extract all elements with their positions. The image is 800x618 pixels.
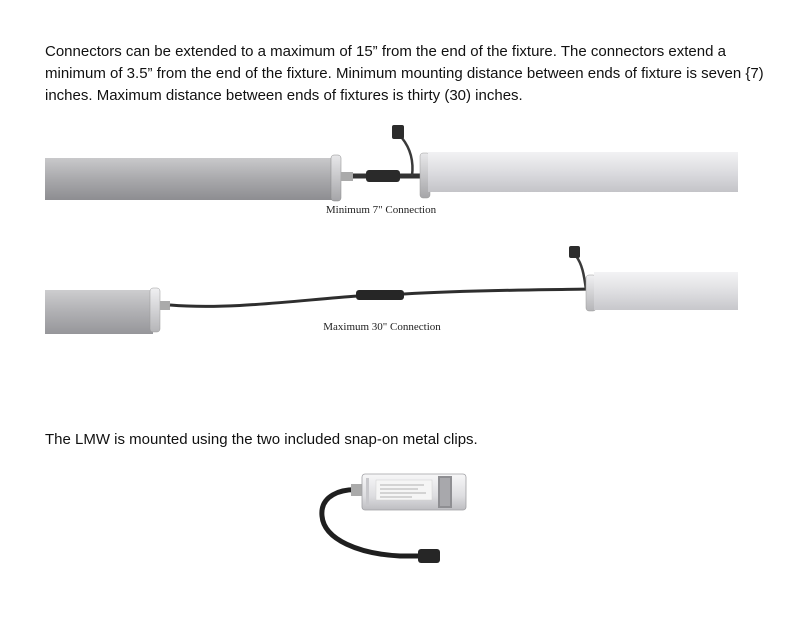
left-endcap (149, 287, 161, 333)
maximum-connection-figure (45, 246, 738, 334)
drop-lead-cable (401, 137, 414, 177)
driver-cable (319, 487, 420, 559)
inline-connector (366, 170, 400, 182)
minimum-connection-caption: Minimum 7" Connection (325, 204, 437, 216)
minimum-connection-figure (45, 125, 738, 202)
inline-connector (356, 290, 404, 300)
mounting-paragraph: The LMW is mounted using the two include… (45, 431, 478, 448)
driver-unit-figure (319, 473, 467, 563)
drop-lead-cable (574, 255, 588, 291)
right-fixture (428, 152, 738, 192)
connector-spec-paragraph: Connectors can be extended to a maximum … (45, 43, 764, 104)
maximum-connection-caption: Maximum 30" Connection (323, 321, 441, 333)
left-endcap (330, 154, 342, 202)
cable-connector (418, 549, 440, 563)
right-fixture (594, 272, 738, 310)
left-fixture (45, 290, 153, 334)
left-fixture (45, 158, 333, 200)
